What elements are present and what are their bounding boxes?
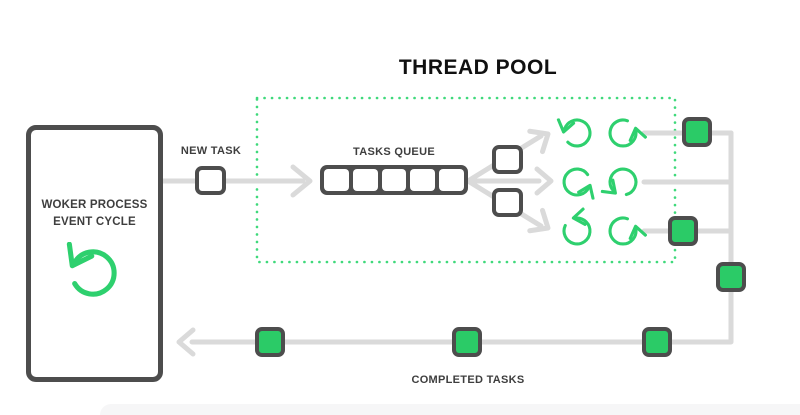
fan-arrowhead-up [527,128,551,155]
new-task-box [195,166,226,195]
completed-tasks-label: COMPLETED TASKS [411,374,525,386]
completed-task-box [452,327,482,357]
tasks-queue [320,165,468,195]
thread-pool-title: THREAD POOL [398,56,558,79]
completed-task-box [682,117,712,147]
completed-task-box [668,216,698,246]
worker-process-label-line1: WOKER PROCESS [41,199,148,211]
pending-task-box [492,145,523,174]
queue-cell [324,169,349,191]
queue-cell [352,169,378,191]
completed-arrowhead-left [176,327,196,357]
completed-task-box [716,262,746,292]
return-line [189,130,734,345]
completed-task-box [642,327,672,357]
new-task-label: NEW TASK [180,145,242,157]
fan-arrowhead-down [527,207,551,234]
thread-pool-dotted-border [255,96,677,264]
queue-cell [410,169,436,191]
queue-cell [439,169,464,191]
tasks-queue-label: TASKS QUEUE [353,146,435,158]
completed-task-box [255,327,285,357]
fan-arrowhead-mid [534,166,554,196]
worker-process-label-line2: EVENT CYCLE [53,215,136,228]
queue-cell [381,169,407,191]
footer-bar [100,404,800,415]
cycle-arrow-icon [62,242,124,304]
worker-process-label: WOKER PROCESS EVENT CYCLE [26,197,163,230]
thread-cycle-icon [561,165,598,203]
pending-task-box [492,188,523,217]
new-task-arrowhead [290,164,313,198]
